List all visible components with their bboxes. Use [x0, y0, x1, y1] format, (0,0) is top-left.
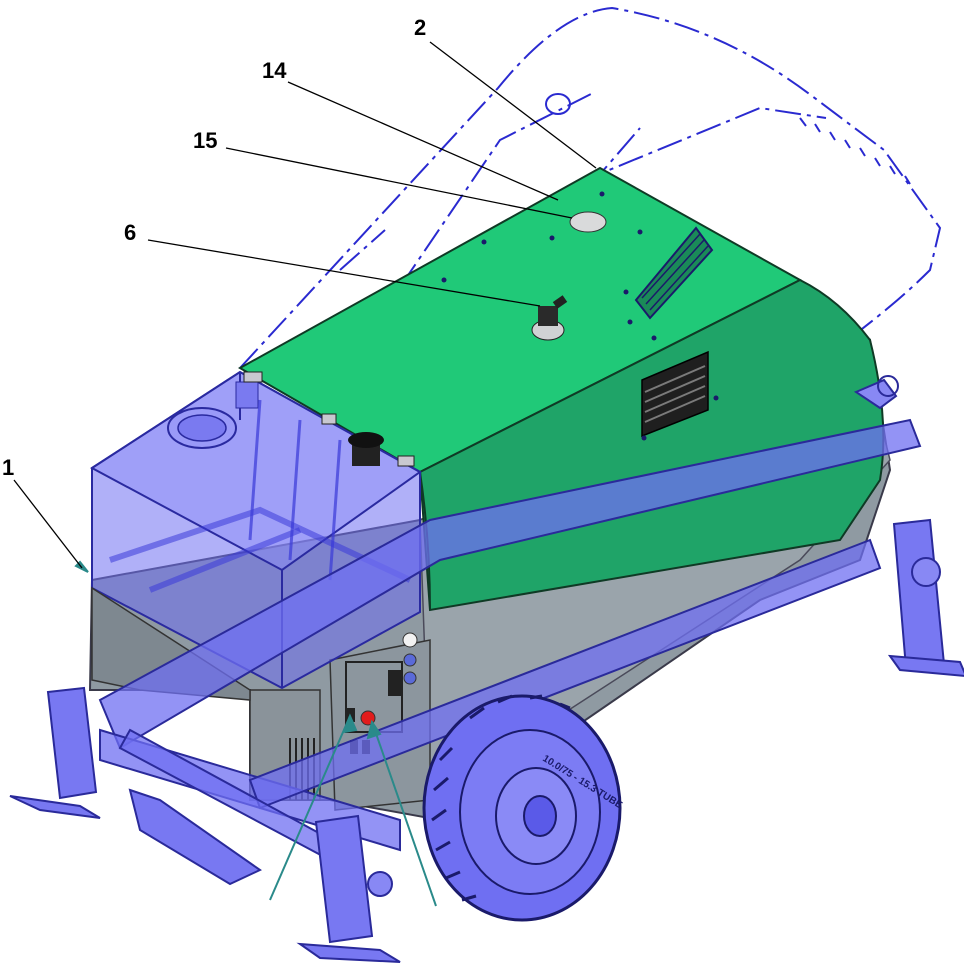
control-light-blue-2	[403, 671, 417, 685]
hood-filler-cap	[569, 211, 607, 233]
indicator-arrows	[74, 560, 437, 907]
callout-15: 15	[193, 128, 218, 153]
control-switch	[388, 670, 402, 696]
control-light-blue-1	[403, 653, 417, 667]
drawbar-bracket	[128, 788, 262, 886]
breather-cap	[348, 432, 384, 466]
leader-line-2	[429, 41, 597, 169]
hood-top-vent-slots	[641, 233, 709, 311]
callout-1: 1	[2, 455, 15, 480]
jack-stand-left	[9, 686, 101, 819]
callout-14: 14	[262, 58, 287, 83]
hood-rivets	[441, 191, 719, 441]
leader-line-15	[225, 147, 573, 219]
jack-stand-right	[887, 518, 964, 677]
leader-line-14	[287, 81, 559, 201]
fuel-cap	[531, 295, 568, 341]
wheel	[422, 694, 622, 922]
tow-eye	[853, 375, 899, 410]
jack-stand-front	[296, 814, 401, 963]
enclosure-hinges	[243, 371, 415, 467]
control-light-white	[402, 632, 418, 648]
callout-6: 6	[124, 220, 137, 245]
hood-side-vent	[641, 350, 709, 438]
phantom-cap-ellipse	[545, 93, 571, 115]
leader-line-6	[147, 239, 541, 307]
leader-lines	[13, 41, 597, 569]
leader-line-1	[13, 479, 83, 569]
callout-2: 2	[414, 15, 427, 40]
phantom-hood-hinge-marks	[799, 117, 911, 185]
